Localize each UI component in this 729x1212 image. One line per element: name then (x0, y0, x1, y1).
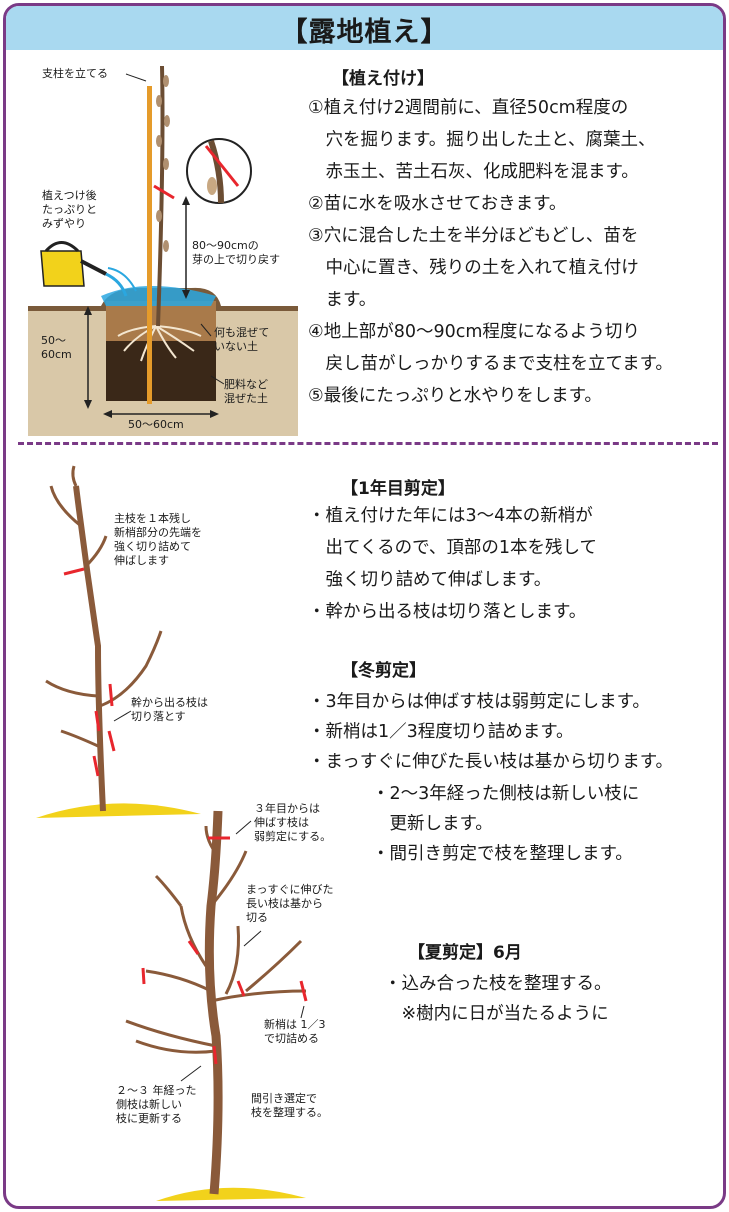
cut-mark (153, 184, 175, 200)
mature-tree (125, 810, 308, 1201)
illustrations (28, 65, 308, 1201)
cut-height-label: 80～90cmの 芽の上で切り戻す (192, 239, 280, 266)
plain-soil-label: 何も混ぜて いない土 (214, 326, 270, 353)
winter-heading: 【冬剪定】 (341, 661, 426, 681)
watering-label: 植えつけ後 たっぷりと みずやり (42, 189, 97, 230)
first-year-lines: ・植え付けた年には3～4本の新梢が 出てくるので、頂部の1本を残して 強く切り詰… (308, 504, 597, 632)
summer-line: ※樹内に日が当たるように (384, 1004, 609, 1024)
title-bar (6, 6, 723, 50)
width-label: 50～60cm (128, 418, 184, 431)
winter-line: ・3年目からは伸ばす枝は弱剪定にします。 (308, 692, 650, 712)
thinning-label: 間引き選定で 枝を整理する。 (251, 1092, 328, 1119)
planting-step: 戻し苗がしっかりするまで支柱を立てます。 (308, 354, 673, 374)
winter-sub-line: ・間引き剪定で枝を整理します。 (372, 844, 633, 864)
planting-step: ⑤最後にたっぷりと水やりをします。 (308, 386, 602, 406)
planting-illustration (28, 65, 298, 436)
side-branch-label: ２～３ 年経った 側枝は新しい 枝に更新する (116, 1084, 197, 1125)
ground-mound-1 (36, 803, 201, 818)
first-year-heading: 【1年目剪定】 (341, 479, 455, 499)
summer-lines: ・込み合った枝を整理する。 ※樹内に日が当たるように (384, 972, 612, 1032)
watering-can-icon (40, 241, 137, 297)
straight-branch-label: まっすぐに伸びた 長い枝は基から 切る (246, 883, 334, 924)
planting-step: ④地上部が80～90cm程度になるよう切り (308, 322, 640, 342)
planting-step: 赤玉土、苦土石灰、化成肥料を混ます。 (308, 162, 639, 182)
planting-step: ます。 (308, 290, 377, 310)
summer-line: ・込み合った枝を整理する。 (384, 974, 612, 994)
first-year-line: 出てくるので、頂部の1本を残して (308, 538, 598, 558)
main-branch-label: 主枝を１本残し 新梢部分の先端を 強く切り詰めて 伸ばします (114, 512, 202, 567)
planting-step: 穴を掘ります。掘り出した土と、腐葉土、 (308, 130, 656, 150)
first-year-line: ・植え付けた年には3～4本の新梢が (308, 506, 593, 526)
winter-line: ・まっすぐに伸びた長い枝は基から切ります。 (308, 752, 674, 772)
cut-marks-1 (63, 567, 116, 777)
winter-sub-line: 更新します。 (372, 814, 493, 834)
planting-step: ②苗に水を吸水させておきます。 (308, 194, 567, 214)
seedling-buds (156, 75, 170, 252)
planting-step: 中心に置き、残りの土を入れて植え付け (308, 258, 639, 278)
new-shoot-label: 新梢は 1／3 で切詰める (264, 1018, 326, 1045)
trunk-branch-label: 幹から出る枝は 切り落とす (131, 696, 208, 723)
cut-marks-2 (141, 836, 308, 1065)
planting-step: ③穴に混合した土を半分ほどもどし、苗を (308, 226, 639, 246)
stake (147, 86, 152, 404)
page-title: 【露地植え】 (280, 17, 449, 48)
winter-line: ・新梢は1／3程度切り詰めます。 (308, 722, 574, 742)
depth-label: 50～ 60cm (41, 334, 72, 361)
winter-lines: ・3年目からは伸ばす枝は弱剪定にします。 ・新梢は1／3程度切り詰めます。 ・ま… (308, 690, 673, 780)
section-divider (18, 442, 718, 445)
seedling-stem (156, 65, 165, 327)
first-year-tree (36, 465, 201, 818)
planting-steps: ①植え付け2週間前に、直径50cm程度の 穴を掘ります。掘り出した土と、腐葉土、… (308, 96, 718, 416)
mixed-soil-label: 肥料など 混ぜた土 (224, 378, 268, 405)
planting-step: ①植え付け2週間前に、直径50cm程度の (308, 98, 629, 118)
summer-heading: 【夏剪定】6月 (408, 943, 522, 963)
third-year-label: ３年目からは 伸ばす枝は 弱剪定にする。 (254, 802, 332, 843)
planting-heading: 【植え付け】 (332, 69, 434, 89)
page-frame: 【露地植え】 (3, 3, 726, 1209)
winter-sub-lines: ・2～3年経った側枝は新しい枝に 更新します。 ・間引き剪定で枝を整理します。 (372, 782, 639, 872)
first-year-line: 強く切り詰めて伸ばします。 (308, 570, 552, 590)
first-year-line: ・幹から出る枝は切り落とします。 (308, 602, 587, 622)
winter-sub-line: ・2～3年経った側枝は新しい枝に (372, 784, 640, 804)
stake-label: 支柱を立てる (42, 67, 108, 80)
ground-mound-2 (156, 1187, 306, 1201)
